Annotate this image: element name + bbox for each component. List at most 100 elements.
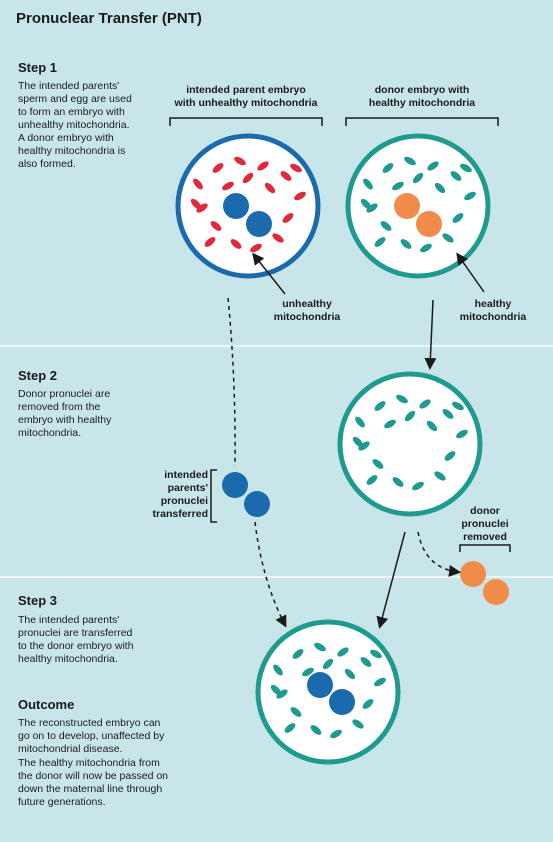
intended-pronucleus	[246, 211, 272, 237]
mitochondrion	[363, 178, 373, 190]
mitochondrion	[264, 182, 276, 194]
mitochondrion	[362, 699, 374, 709]
mitochondrion	[358, 441, 370, 451]
label-pronuclei-transferred: intended parents' pronuclei transferred	[152, 469, 208, 520]
outcome-text-1: The reconstructed embryo can go on to de…	[18, 717, 165, 755]
mitochondrion	[404, 410, 416, 422]
mitochondrion	[374, 237, 386, 247]
step1-heading: Step 1	[18, 60, 58, 75]
mitochondrion	[434, 471, 446, 481]
mitochondrion	[250, 243, 262, 253]
mitochondrion	[374, 677, 386, 687]
mitochondrion	[302, 667, 314, 677]
label-unhealthy-mito: unhealthy mitochondria	[273, 298, 341, 323]
intended-pronucleus	[329, 689, 355, 715]
mitochondrion	[196, 203, 208, 213]
mitochondrion	[355, 416, 365, 428]
mitochondrion	[412, 481, 424, 491]
arrow-unhealthy-mito	[252, 252, 286, 295]
mitochondrion	[193, 178, 203, 190]
mitochondrion	[352, 719, 364, 729]
mitochondrion	[366, 203, 378, 213]
mitochondrion	[370, 649, 382, 659]
mitochondrion	[352, 436, 364, 448]
mitochondrion	[294, 191, 306, 201]
label-donor-pronuclei-removed: donor pronuclei removed	[461, 505, 509, 543]
mitochondrion	[272, 233, 284, 243]
mitochondrion	[400, 239, 412, 249]
step2-heading: Step 2	[18, 368, 58, 383]
mitochondrion	[292, 649, 304, 659]
bracket-pronuclei-transferred	[210, 469, 217, 523]
intended-parent-embryo	[175, 133, 321, 279]
label-intended-embryo: intended parent embryo with unhealthy mi…	[174, 84, 318, 109]
mitochondrion	[280, 171, 292, 181]
mitochondrion	[442, 409, 454, 419]
mitochondrion	[456, 429, 468, 439]
divider-step2	[0, 345, 553, 347]
mitochondrion	[380, 221, 392, 231]
mitochondrion	[452, 213, 464, 223]
mitochondrion	[464, 191, 476, 201]
mitochondrion	[450, 171, 462, 181]
unhealthy-mitochondria-group	[190, 156, 306, 253]
mitochondrion	[330, 729, 342, 739]
mitochondrion	[360, 657, 372, 667]
bracket-donor-pronuclei	[459, 544, 511, 552]
mitochondrion	[452, 401, 464, 411]
mitochondrion	[284, 723, 296, 733]
transferred-pronucleus	[222, 472, 248, 498]
mitochondrion	[374, 401, 386, 411]
arrow-pronuclei-transferred	[254, 521, 287, 628]
outcome-heading: Outcome	[18, 697, 75, 712]
mitochondrion	[257, 161, 269, 171]
mitochondrion	[242, 172, 254, 184]
donor-pronucleus	[416, 211, 442, 237]
mitochondrion	[230, 239, 242, 249]
mitochondrion	[366, 475, 378, 485]
mitochondrion	[419, 399, 431, 409]
mitochondrion	[276, 689, 288, 699]
mitochondrion	[404, 156, 416, 166]
mitochondrion	[282, 213, 294, 223]
step1-text: The intended parents' sperm and egg are …	[18, 80, 132, 170]
mitochondrion	[210, 221, 222, 231]
mitochondrion	[396, 394, 408, 404]
mitochondrion	[273, 664, 283, 676]
step3-heading: Step 3	[18, 593, 58, 608]
arrow-donor-to-step2	[424, 299, 437, 370]
mitochondrion	[372, 459, 384, 469]
label-healthy-mito: healthy mitochondria	[459, 298, 527, 323]
donor-embryo	[345, 133, 491, 279]
page-title: Pronuclear Transfer (PNT)	[16, 10, 202, 27]
mitochondrion	[322, 658, 334, 670]
mitochondrion	[190, 198, 202, 210]
mitochondrion	[204, 237, 216, 247]
bracket-intended-embryo	[169, 117, 323, 126]
mitochondrion	[337, 647, 349, 657]
mitochondrion	[460, 163, 472, 173]
label-donor-embryo: donor embryo with healthy mitochondria	[368, 84, 476, 109]
reconstructed-embryo	[255, 619, 401, 765]
divider-step3	[0, 576, 553, 578]
mitochondrion	[212, 163, 224, 173]
mitochondrion	[384, 419, 396, 429]
healthy-mitochondria-group	[360, 156, 476, 253]
enucleated-donor-embryo	[337, 371, 483, 517]
arrow-intended-pronuclei-down	[227, 297, 236, 467]
mitochondrion	[434, 182, 446, 194]
outcome-text-2: The healthy mitochondria from the donor …	[18, 757, 169, 808]
removed-donor-pronucleus	[483, 579, 509, 605]
mitochondrion	[222, 181, 234, 191]
bracket-donor-embryo	[345, 117, 499, 126]
mitochondrion	[290, 707, 302, 717]
mitochondrion	[360, 198, 372, 210]
arrow-healthy-mito	[456, 252, 485, 293]
mitochondrion	[444, 451, 456, 461]
mitochondrion	[310, 725, 322, 735]
healthy-mitochondria-group	[270, 642, 386, 739]
mitochondrion	[270, 684, 282, 696]
removed-donor-pronucleus	[460, 561, 486, 587]
donor-pronucleus	[394, 193, 420, 219]
